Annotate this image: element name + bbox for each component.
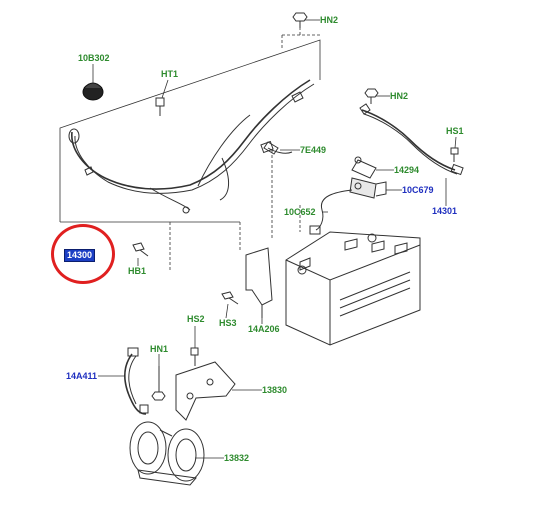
label-13830[interactable]: 13830 — [262, 385, 288, 395]
sensor-10c679 — [349, 177, 387, 199]
label-hb1[interactable]: HB1 — [128, 266, 147, 276]
nut-hn2-top — [292, 12, 308, 28]
nut-hn2-right — [364, 88, 379, 104]
label-14a206[interactable]: 14A206 — [248, 324, 280, 334]
label-10b302[interactable]: 10B302 — [78, 53, 110, 63]
clip-7e449 — [263, 141, 279, 155]
bolt-ht1 — [155, 97, 165, 116]
label-14a411[interactable]: 14A411 — [66, 371, 98, 381]
group-frame — [59, 22, 321, 270]
label-10c679[interactable]: 10C679 — [402, 185, 434, 195]
screw-hs1 — [450, 147, 459, 162]
harness-14a411 — [124, 347, 149, 415]
label-13832[interactable]: 13832 — [224, 453, 250, 463]
battery — [285, 231, 421, 346]
label-14300[interactable]: 14300 — [64, 249, 96, 262]
label-hn1[interactable]: HN1 — [150, 344, 169, 354]
label-10c652[interactable]: 10C652 — [284, 207, 316, 217]
label-hn2-top[interactable]: HN2 — [320, 15, 339, 25]
leader-lines — [92, 19, 457, 459]
nut-hn1 — [151, 366, 166, 401]
label-14294[interactable]: 14294 — [394, 165, 420, 175]
horn-13832 — [129, 421, 205, 486]
cap-10b302 — [82, 82, 104, 101]
terminal-14294 — [351, 156, 377, 179]
bolt-hb1 — [132, 242, 149, 257]
label-ht1[interactable]: HT1 — [161, 69, 179, 79]
label-hs2[interactable]: HS2 — [187, 314, 205, 324]
wire-10c652 — [309, 189, 353, 235]
bracket-14a206 — [245, 247, 273, 318]
screw-hs2 — [190, 347, 199, 366]
label-14301[interactable]: 14301 — [432, 206, 458, 216]
label-hn2-right[interactable]: HN2 — [390, 91, 409, 101]
screw-hs3 — [221, 291, 239, 305]
label-7e449[interactable]: 7E449 — [300, 145, 327, 155]
cable-14301 — [359, 103, 464, 176]
bracket-13830 — [175, 361, 236, 421]
harness-14300 — [68, 79, 315, 214]
label-hs3[interactable]: HS3 — [219, 318, 237, 328]
label-hs1[interactable]: HS1 — [446, 126, 464, 136]
highlight-ring — [51, 224, 115, 284]
